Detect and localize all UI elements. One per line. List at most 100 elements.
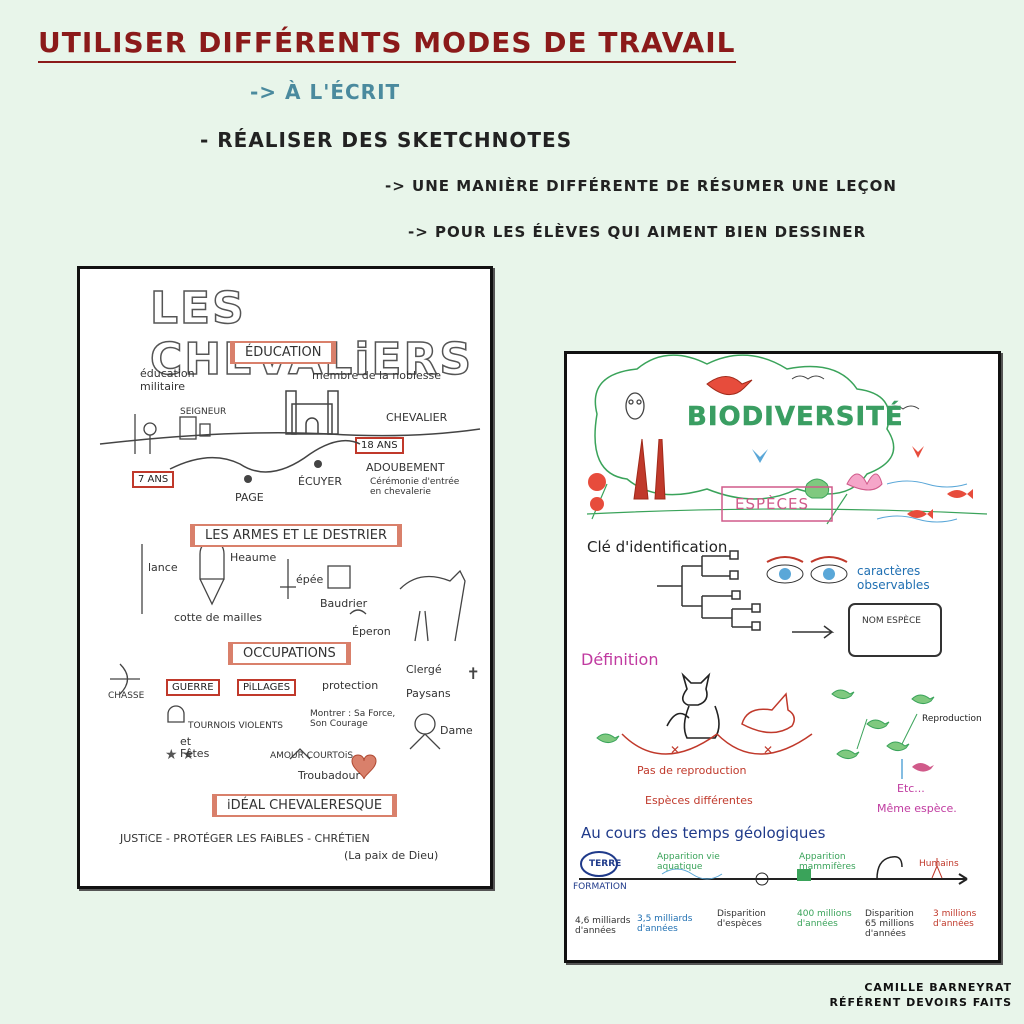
label-t4: 400 millions d'années xyxy=(797,909,852,929)
label-humains: Humains xyxy=(919,859,959,869)
wave-icon xyxy=(661,868,723,880)
label-especes-differentes: Espèces différentes xyxy=(645,794,753,807)
earth-icon xyxy=(580,851,618,877)
label-ceremonie: Cérémonie d'entrée en chevalerie xyxy=(370,477,460,497)
label-dame: Dame xyxy=(440,724,473,737)
author-role: Référent devoirs faits xyxy=(829,996,1012,1009)
label-pas-reproduction: Pas de reproduction xyxy=(637,764,747,777)
label-chasse: CHASSE xyxy=(108,691,145,701)
lotus-icon xyxy=(846,473,883,491)
dot-ecuyer xyxy=(314,460,322,468)
label-troubadour: Troubadour xyxy=(298,769,361,782)
label-apparition-mammiferes: Apparition mammifères xyxy=(799,852,856,872)
label-t6: 3 millions d'années xyxy=(933,909,977,929)
label-paix: (La paix de Dieu) xyxy=(344,849,439,862)
frog-icon xyxy=(804,478,830,499)
label-protection: protection xyxy=(322,679,379,692)
label-cotte: cotte de mailles xyxy=(174,611,263,624)
label-formation: FORMATION xyxy=(573,882,627,892)
especes-frame xyxy=(721,486,833,522)
tournoi-icon xyxy=(167,705,185,723)
label-noblesse: membre de la noblesse xyxy=(312,369,442,382)
eperon-icon xyxy=(349,609,367,615)
label-t5: Disparition 65 millions d'années xyxy=(865,909,914,939)
label-t2: 3,5 milliards d'années xyxy=(637,914,693,934)
sketch-title-biodiversite: BIODIVERSITÉ xyxy=(687,402,904,433)
svg-text:✕: ✕ xyxy=(763,743,773,757)
label-baudrier: Baudrier xyxy=(320,597,368,610)
label-adoubement: ADOUBEMENT xyxy=(366,461,445,474)
dot-page xyxy=(244,475,252,483)
nom-espece-box xyxy=(848,603,942,657)
label-fetes: Fêtes xyxy=(180,747,210,760)
biodiversite-drawing: ✕ ✕ xyxy=(579,354,988,886)
label-chevalier: CHEVALIER xyxy=(386,411,448,424)
sketchnote-biodiversite: ✕ ✕ BIODIVERSITÉ ESPÈCES Clé d'identific… xyxy=(564,351,1001,963)
cross-icon: ✝ xyxy=(467,664,480,683)
banner-ideal: iDÉAL CHEVALERESQUE xyxy=(212,794,398,817)
cat-icon xyxy=(666,672,720,739)
point-dessiner: -> pour les élèves qui aiment bien dessi… xyxy=(408,223,867,241)
label-terre: TERRE xyxy=(589,859,622,869)
hand-icon xyxy=(289,748,311,760)
label-eperon: Éperon xyxy=(352,625,391,638)
banner-occupations: OCCUPATIONS xyxy=(228,642,351,665)
banner-education: ÉDUCATION xyxy=(230,341,337,364)
arrow-icon xyxy=(792,625,835,639)
dame-icon xyxy=(414,713,436,735)
label-reproduction: Reproduction xyxy=(922,714,982,724)
dino-icon xyxy=(876,855,903,880)
label-etc: Etc... xyxy=(897,782,925,795)
label-18-ans: 18 ANS xyxy=(355,437,404,454)
page-title: Utiliser différents modes de travail xyxy=(38,26,736,63)
horse-icon xyxy=(399,569,466,642)
label-heaume: Heaume xyxy=(230,551,277,564)
chevaliers-drawing: ★ ★ ✝ xyxy=(99,390,481,780)
label-justice: JUSTiCE - PROTÉGER LES FAiBLES - CHRÉTiE… xyxy=(120,832,370,845)
cross-mark: ✕ xyxy=(670,743,680,757)
owl-icon xyxy=(625,392,645,420)
tree-crown xyxy=(594,354,895,500)
label-definition: Définition xyxy=(581,650,659,669)
cotte-icon xyxy=(199,578,225,606)
identification-key xyxy=(657,550,761,631)
label-apparition-aquatique: Apparition vie aquatique xyxy=(657,852,720,872)
label-t3: Disparition d'espèces xyxy=(717,909,766,929)
label-et: et xyxy=(180,735,192,748)
label-7-ans: 7 ANS xyxy=(132,471,175,488)
label-paysans: Paysans xyxy=(406,687,451,700)
ammonite-icon xyxy=(755,872,769,886)
label-epee: épée xyxy=(296,573,324,586)
star-icon: ★ ★ xyxy=(165,747,195,763)
author-credit: Camille Barneyrat Référent devoirs faits xyxy=(830,980,1012,1010)
sketchnote-chevaliers: LES CHEVALiERS ÉDUCATION éducation milit… xyxy=(77,266,493,889)
label-montrer: Montrer : Sa Force, Son Courage xyxy=(310,709,396,729)
label-ecuyer: ÉCUYER xyxy=(298,475,342,488)
label-t1: 4,6 milliards d'années xyxy=(575,916,631,936)
label-pillages: PiLLAGES xyxy=(237,679,297,696)
human-icon xyxy=(931,858,943,879)
mouse-icon xyxy=(596,733,620,744)
subtitle-sketchnotes: - Réaliser des sketchnotes xyxy=(200,128,573,152)
author-name: Camille Barneyrat xyxy=(864,981,1012,994)
label-amour: AMOUR COURTOiS xyxy=(270,751,354,761)
label-caracteres: caractères observables xyxy=(857,564,930,592)
label-lance: lance xyxy=(148,561,178,574)
label-tournois: TOURNOIS VIOLENTS xyxy=(188,721,284,731)
label-clerge: Clergé xyxy=(406,663,442,676)
bird-icon xyxy=(706,376,753,395)
label-temps-geologiques: Au cours des temps géologiques xyxy=(581,824,826,842)
flying-birds-icon xyxy=(791,375,920,410)
knight-icon xyxy=(134,414,211,454)
heart-icon xyxy=(351,754,377,780)
rabbit-icon xyxy=(741,692,795,734)
label-nom-espece: NOM ESPÈCE xyxy=(862,616,921,626)
plant-icon xyxy=(797,869,811,881)
butterfly-icon xyxy=(752,449,768,463)
label-education-militaire: éducation militaire xyxy=(140,367,195,393)
label-guerre: GUERRE xyxy=(166,679,220,696)
point-resumer: -> une manière différente de résumer une… xyxy=(385,177,897,195)
fish-icon xyxy=(947,489,973,499)
label-meme-espece: Même espèce. xyxy=(877,802,957,815)
label-cle: Clé d'identification xyxy=(587,538,728,556)
